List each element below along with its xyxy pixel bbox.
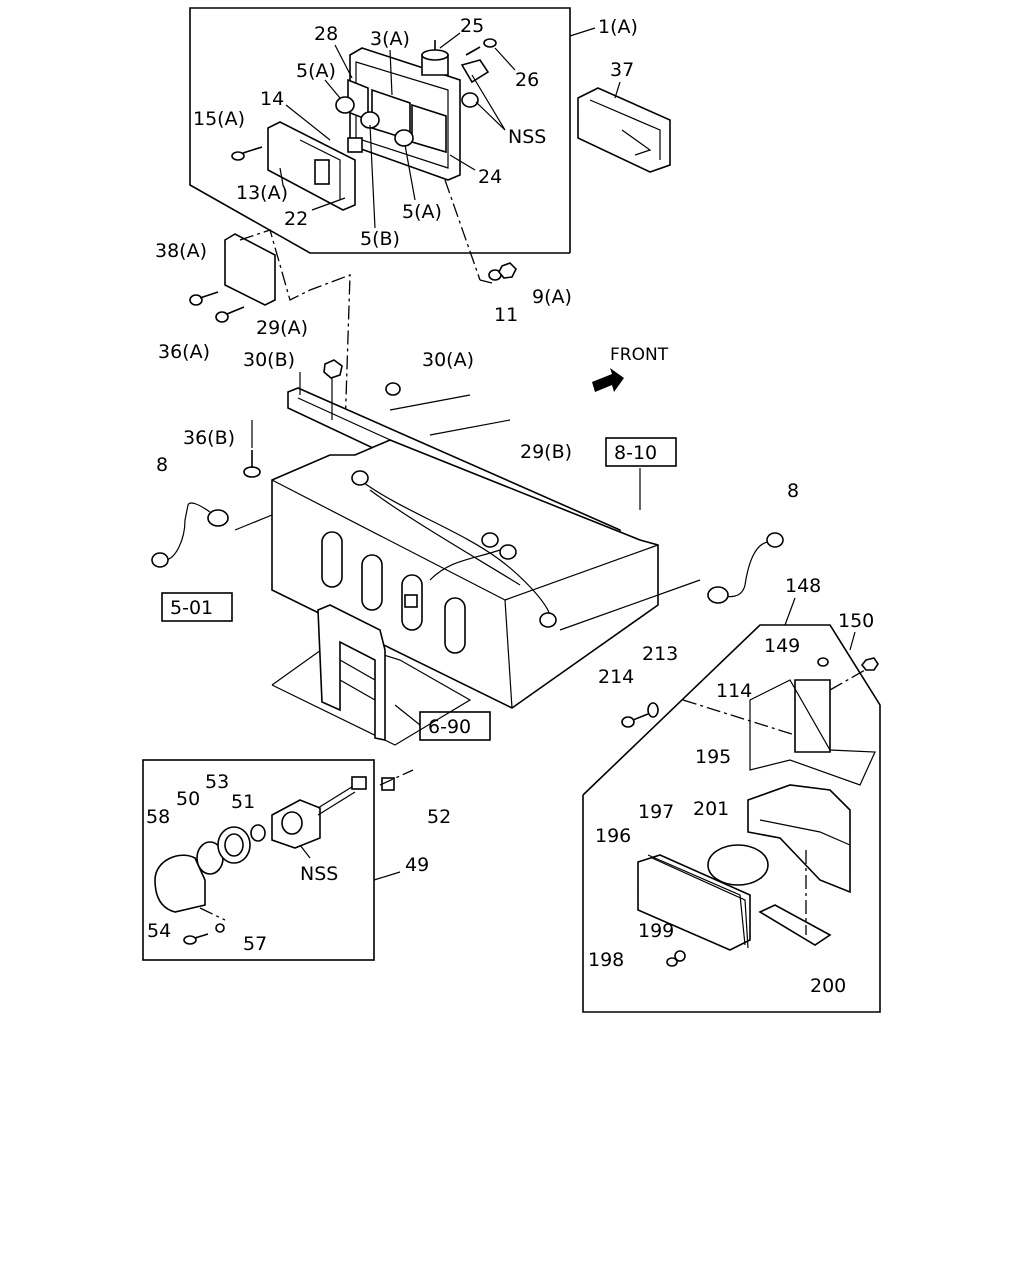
label-36b: 36(B) <box>183 427 235 449</box>
harness-8 <box>151 502 784 631</box>
label-200: 200 <box>810 975 846 997</box>
label-28: 28 <box>314 23 338 45</box>
ref-box-5-01 <box>161 592 233 622</box>
label-150: 150 <box>838 610 874 632</box>
label-38a: 38(A) <box>155 240 207 262</box>
label-26: 26 <box>515 69 539 91</box>
top-inset <box>189 7 596 254</box>
plate-29a <box>189 229 351 431</box>
label-14: 14 <box>260 88 284 110</box>
label-51: 51 <box>231 791 255 813</box>
bracket-6-90 <box>271 604 472 746</box>
label-9a: 9(A) <box>532 286 572 308</box>
label-198: 198 <box>588 949 624 971</box>
label-49: 49 <box>405 854 429 876</box>
label-201: 201 <box>693 798 729 820</box>
label-5a-2: 5(A) <box>402 201 442 223</box>
label-36a: 36(A) <box>158 341 210 363</box>
label-11: 11 <box>494 304 518 326</box>
label-15a: 15(A) <box>193 108 245 130</box>
light-housing <box>335 47 461 181</box>
ref-8-10[interactable]: 8-10 <box>614 442 657 464</box>
lower-left-inset <box>142 759 414 961</box>
label-58: 58 <box>146 806 170 828</box>
label-30b: 30(B) <box>243 349 295 371</box>
label-54: 54 <box>147 920 171 942</box>
bracket-13a <box>231 121 363 211</box>
label-149: 149 <box>764 635 800 657</box>
labels: 1(A) 28 3(A) 25 26 37 5(A) 14 15(A) NSS … <box>146 15 874 997</box>
label-front: FRONT <box>610 345 669 365</box>
label-5b: 5(B) <box>360 228 400 250</box>
label-22: 22 <box>284 208 308 230</box>
label-199: 199 <box>638 920 674 942</box>
label-196: 196 <box>595 825 631 847</box>
fasteners-main <box>243 359 401 478</box>
leaders-top <box>279 32 621 284</box>
label-13a: 13(A) <box>236 182 288 204</box>
label-30a: 30(A) <box>422 349 474 371</box>
ref-6-90[interactable]: 6-90 <box>428 716 471 738</box>
ref-box-6-90 <box>419 711 491 741</box>
label-197: 197 <box>638 801 674 823</box>
label-50: 50 <box>176 788 200 810</box>
front-arrow <box>592 368 624 392</box>
label-nss-2: NSS <box>300 863 338 885</box>
label-213: 213 <box>642 643 678 665</box>
label-37: 37 <box>610 59 634 81</box>
label-52: 52 <box>427 806 451 828</box>
label-29b: 29(B) <box>520 441 572 463</box>
nut-9a <box>488 262 517 281</box>
ref-5-01[interactable]: 5-01 <box>170 597 213 619</box>
label-3a: 3(A) <box>370 28 410 50</box>
part-37 <box>577 87 671 173</box>
label-195: 195 <box>695 746 731 768</box>
label-1a: 1(A) <box>598 16 638 38</box>
label-114: 114 <box>716 680 752 702</box>
ref-box-8-10 <box>605 437 677 467</box>
right-inset <box>582 597 881 1013</box>
label-nss-1: NSS <box>508 126 546 148</box>
label-57: 57 <box>243 933 267 955</box>
main-box <box>271 394 659 709</box>
label-29a: 29(A) <box>256 317 308 339</box>
switch-25 <box>421 38 497 108</box>
label-214: 214 <box>598 666 634 688</box>
label-53: 53 <box>205 771 229 793</box>
label-148: 148 <box>785 575 821 597</box>
label-24: 24 <box>478 166 502 188</box>
label-25: 25 <box>460 15 484 37</box>
reference-boxes: 8-10 5-01 6-90 <box>161 437 677 741</box>
label-5a-1: 5(A) <box>296 60 336 82</box>
label-8-right: 8 <box>787 480 799 502</box>
label-8-left: 8 <box>156 454 168 476</box>
